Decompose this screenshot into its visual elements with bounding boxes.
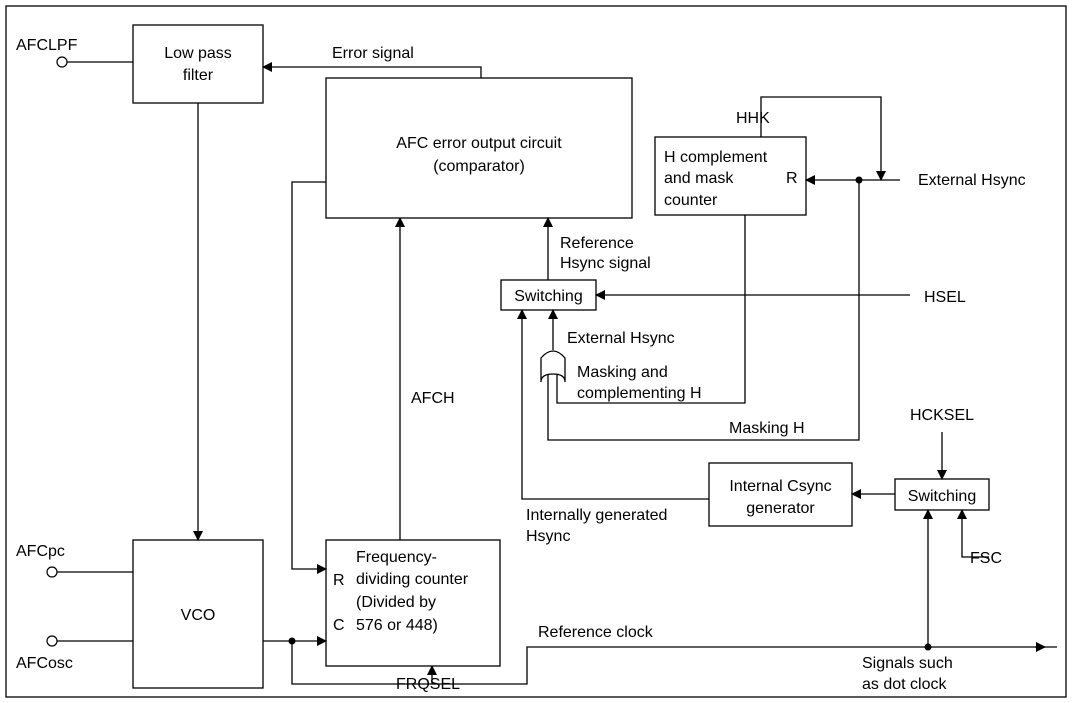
frqsel-label: FRQSEL (396, 676, 460, 693)
afclpf-pin-label: AFCLPF (16, 37, 78, 54)
afc-circuit-label-1: AFC error output circuit (396, 135, 562, 152)
afc-circuit-label-2: (comparator) (433, 158, 525, 175)
h-complement-label-2: and mask (664, 170, 734, 187)
internal-hsync-wire (517, 309, 709, 500)
dot-clock-junction (924, 643, 932, 651)
h-complement-label-1: H complement (664, 149, 768, 166)
freq-counter-reset-pin-label: R (333, 572, 345, 589)
fsc-wire (957, 509, 989, 558)
csync-generator-label-2: generator (746, 500, 815, 517)
vco-label: VCO (181, 607, 216, 624)
internal-hsync-label-2: Hsync (526, 528, 570, 545)
internal-hsync-label-1: Internally generated (526, 507, 667, 524)
afch-label: AFCH (411, 390, 455, 407)
freq-counter-label-3: (Divided by (356, 594, 436, 611)
low-pass-filter-block: Low pass filter (132, 24, 264, 104)
masking-h-wire (547, 180, 860, 441)
masking-complementing-label-2: complementing H (577, 385, 702, 402)
afcosc-pin-label: AFCosc (16, 655, 73, 672)
freq-counter-label-4: 576 or 448) (356, 617, 438, 634)
vco-block: VCO (132, 539, 264, 689)
hsel-label: HSEL (924, 289, 966, 306)
error-signal-wire (262, 62, 482, 78)
low-pass-filter-label-2: filter (183, 67, 214, 84)
switching-block-clock: Switching (894, 478, 990, 511)
h-complement-reset-pin-label: R (786, 170, 798, 187)
hcksel-label: HCKSEL (910, 407, 974, 424)
afcpc-pin-label: AFCpc (16, 543, 65, 560)
switching-block-hsync: Switching (500, 279, 597, 311)
h-complement-label-3: counter (664, 192, 718, 209)
freq-counter-label-1: Frequency- (356, 549, 437, 566)
frequency-dividing-counter-block: Frequency- dividing counter (Divided by … (325, 539, 501, 667)
fsc-label: FSC (970, 550, 1002, 567)
reference-hsync-label-1: Reference (560, 235, 634, 252)
h-complement-mask-counter-block: H complement and mask counter R (654, 136, 807, 216)
hhk-wire (760, 96, 886, 181)
switching-hsync-label: Switching (514, 288, 582, 305)
masking-h-label: Masking H (729, 420, 805, 437)
hhk-label: HHK (736, 110, 770, 127)
dot-clock-label-2: as dot clock (862, 676, 947, 693)
afc-error-output-circuit-block: AFC error output circuit (comparator) (325, 77, 633, 219)
external-hsync-mid-label: External Hsync (567, 330, 675, 347)
reference-hsync-label-2: Hsync signal (560, 255, 651, 272)
error-signal-label: Error signal (332, 45, 414, 62)
masking-complementing-label-1: Masking and (577, 364, 668, 381)
afclpf-terminal (56, 56, 68, 68)
or-gate-symbol (540, 350, 566, 383)
switching-clock-label: Switching (908, 488, 976, 505)
dot-clock-label-1: Signals such (862, 655, 953, 672)
freq-counter-clock-pin-label: C (333, 617, 345, 634)
afc-to-counter-reset-wire (291, 181, 327, 574)
reference-clock-label: Reference clock (538, 624, 654, 641)
freq-counter-label-2: dividing counter (356, 571, 469, 588)
afcpc-terminal (46, 566, 58, 578)
external-hsync-right-label: External Hsync (918, 172, 1026, 189)
internal-csync-generator-block: Internal Csync generator (708, 462, 853, 527)
reference-clock-wire (291, 641, 1057, 685)
masking-complementing-wire (556, 215, 746, 404)
afcosc-terminal (46, 635, 58, 647)
csync-generator-label-1: Internal Csync (729, 478, 831, 495)
low-pass-filter-label-1: Low pass (164, 45, 232, 62)
